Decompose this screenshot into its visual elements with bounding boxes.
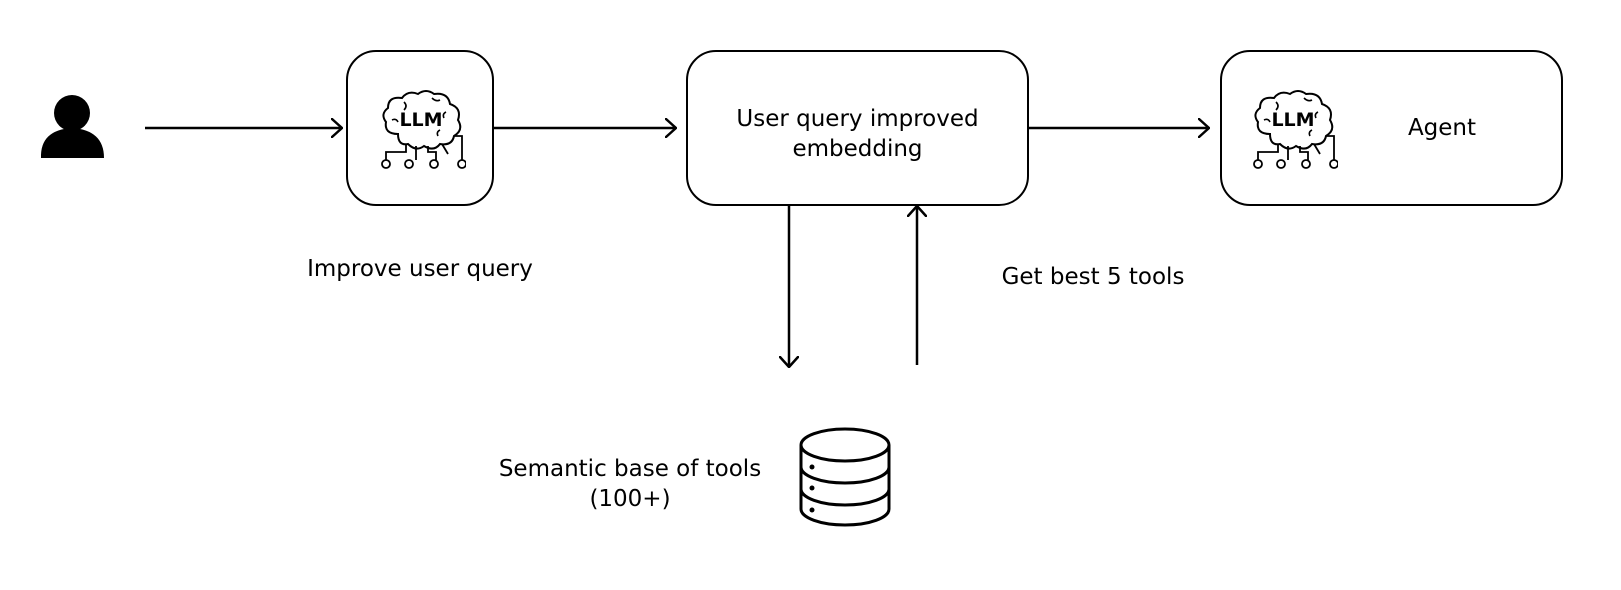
semantic-base-line1: Semantic base of tools bbox=[498, 456, 762, 482]
embedding-label: User query improved embedding bbox=[688, 104, 1027, 164]
semantic-base-line2: (100+) bbox=[589, 486, 671, 512]
semantic-base-label: Semantic base of tools (100+) bbox=[480, 454, 780, 514]
llm-brain-icon: LLM bbox=[1253, 90, 1338, 169]
embedding-label-line2: embedding bbox=[792, 136, 923, 162]
llm-brain-icon: LLM bbox=[381, 90, 466, 169]
agent-label: Agent bbox=[1407, 115, 1477, 141]
llm-query-improver-node: LLM bbox=[346, 50, 494, 206]
embedding-node: User query improved embedding bbox=[686, 50, 1029, 206]
llm-icon-text: LLM bbox=[1271, 109, 1314, 131]
llm-icon-text: LLM bbox=[399, 109, 442, 131]
improve-query-label: Improve user query bbox=[307, 256, 533, 282]
embedding-label-line1: User query improved bbox=[736, 106, 979, 132]
database-icon bbox=[799, 427, 891, 527]
best-tools-label: Get best 5 tools bbox=[1001, 264, 1185, 290]
agent-node: LLM Agent bbox=[1220, 50, 1563, 206]
user-icon bbox=[40, 95, 104, 158]
